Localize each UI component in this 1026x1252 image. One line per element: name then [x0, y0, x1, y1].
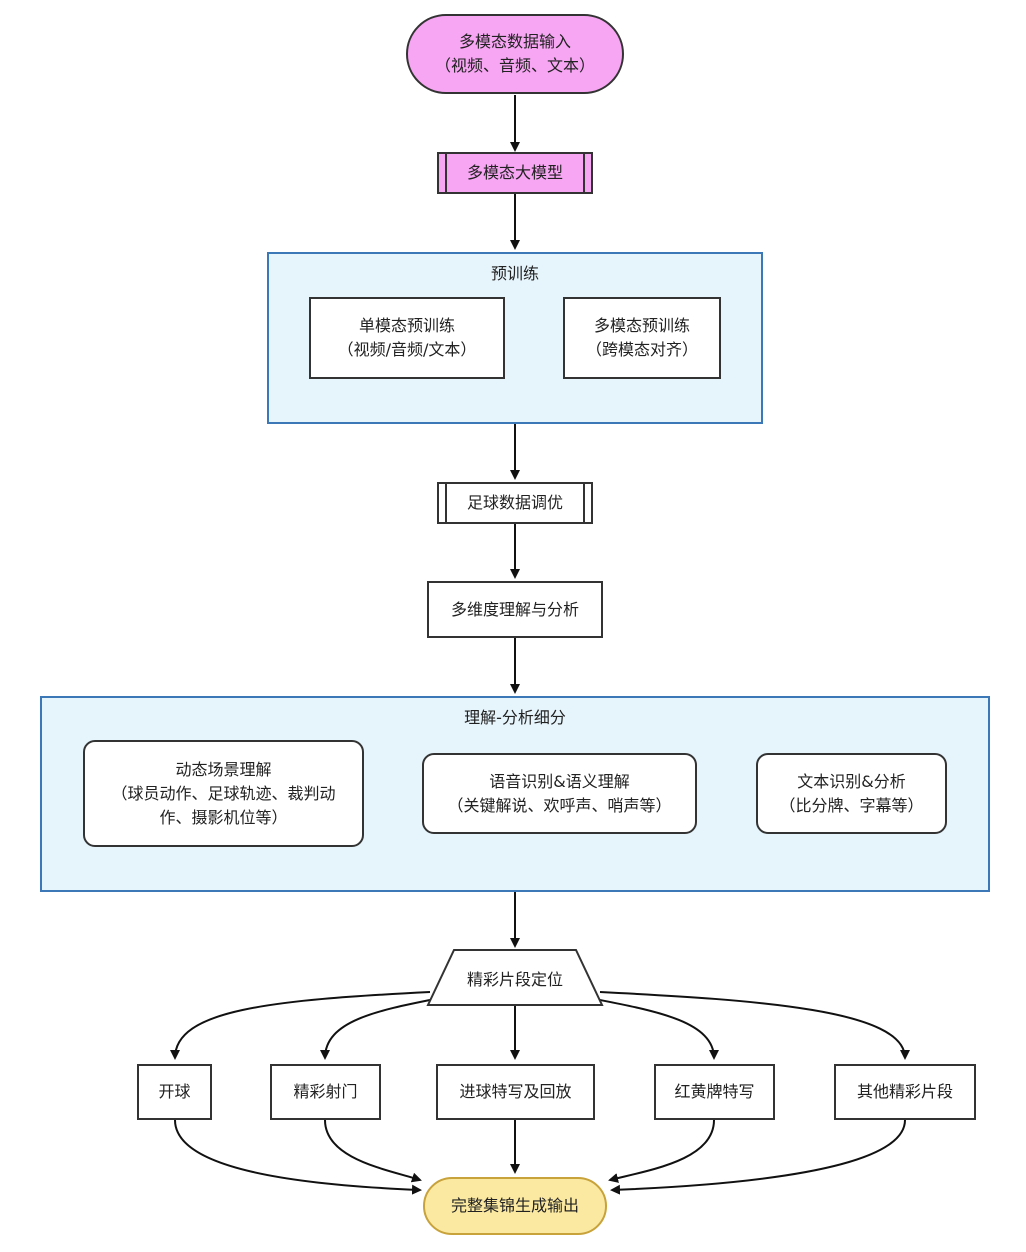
locate-node-shape — [426, 949, 604, 1006]
clip-cards-label: 红黄牌特写 — [674, 1082, 755, 1101]
edge-cards-to-output — [608, 1119, 715, 1183]
single-modal-pretrain-node: 单模态预训练 （视频/音频/文本） — [309, 297, 505, 379]
edge-locate-to-kickoff — [170, 991, 431, 1060]
single-modal-pretrain-line2: （视频/音频/文本） — [337, 340, 477, 359]
edge-other-to-output — [610, 1119, 906, 1195]
finetune-node-label: 足球数据调优 — [466, 493, 563, 512]
multi-modal-pretrain-line2: （跨模态对齐） — [585, 340, 698, 359]
clip-shot-node: 精彩射门 — [270, 1064, 381, 1120]
understand-node-label: 多维度理解与分析 — [450, 599, 579, 619]
input-node-line2: （视频、音频、文本） — [434, 56, 595, 75]
scene-understanding-line2: （球员动作、足球轨迹、裁判动 — [111, 783, 336, 803]
text-recognition-line2: （比分牌、字幕等） — [779, 795, 924, 815]
speech-recognition-line1: 语音识别&语义理解 — [489, 771, 630, 791]
pretrain-cluster-title: 预训练 — [490, 264, 539, 283]
clip-other-label: 其他精彩片段 — [856, 1082, 953, 1101]
multi-modal-pretrain-node: 多模态预训练 （跨模态对齐） — [563, 297, 721, 379]
output-node-label: 完整集锦生成输出 — [450, 1196, 579, 1215]
scene-understanding-line1: 动态场景理解 — [175, 759, 272, 779]
edge-locate-to-shot — [320, 997, 441, 1060]
output-node: 完整集锦生成输出 — [423, 1177, 607, 1235]
multi-modal-pretrain-line1: 多模态预训练 — [593, 316, 690, 335]
clip-kickoff-node: 开球 — [137, 1064, 212, 1120]
locate-node-label: 精彩片段定位 — [466, 969, 563, 989]
locate-node: 精彩片段定位 — [428, 950, 602, 1005]
clip-shot-label: 精彩射门 — [293, 1082, 358, 1101]
edge-shot-to-output — [324, 1119, 422, 1183]
text-recognition-line1: 文本识别&分析 — [797, 771, 906, 791]
clip-cards-node: 红黄牌特写 — [654, 1064, 775, 1120]
clip-other-node: 其他精彩片段 — [834, 1064, 976, 1120]
edge-kickoff-to-output — [174, 1119, 422, 1195]
clip-goal-replay-node: 进球特写及回放 — [436, 1064, 595, 1120]
text-recognition-node: 文本识别&分析 （比分牌、字幕等） — [756, 753, 947, 834]
input-node: 多模态数据输入 （视频、音频、文本） — [406, 14, 624, 94]
scene-understanding-node: 动态场景理解 （球员动作、足球轨迹、裁判动 作、摄影机位等） — [83, 740, 364, 847]
scene-understanding-line3: 作、摄影机位等） — [159, 807, 288, 827]
edge-locate-to-cards — [589, 997, 719, 1060]
input-node-line1: 多模态数据输入 — [458, 32, 571, 51]
clip-kickoff-label: 开球 — [158, 1082, 191, 1101]
edge-locate-to-other — [599, 991, 910, 1060]
speech-recognition-line2: （关键解说、欢呼声、哨声等） — [447, 795, 672, 815]
llm-node-label: 多模态大模型 — [466, 163, 563, 182]
understand-node: 多维度理解与分析 — [427, 581, 603, 638]
finetune-node: 足球数据调优 — [437, 482, 593, 524]
clip-goal-replay-label: 进球特写及回放 — [459, 1082, 572, 1101]
llm-node: 多模态大模型 — [437, 152, 593, 194]
single-modal-pretrain-line1: 单模态预训练 — [358, 316, 455, 335]
breakdown-cluster-title: 理解-分析细分 — [464, 708, 566, 727]
speech-recognition-node: 语音识别&语义理解 （关键解说、欢呼声、哨声等） — [422, 753, 697, 834]
